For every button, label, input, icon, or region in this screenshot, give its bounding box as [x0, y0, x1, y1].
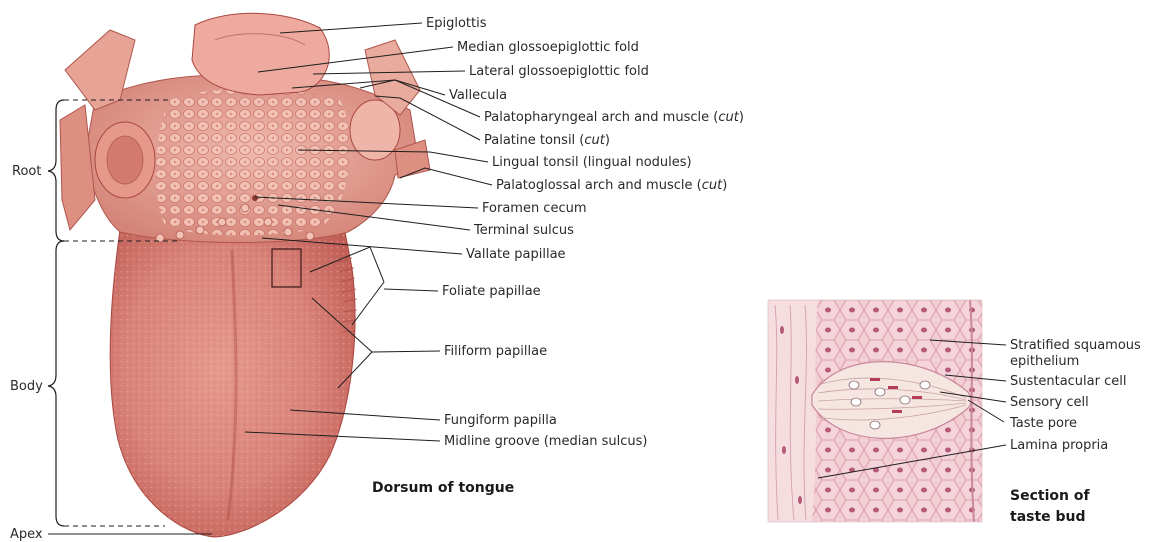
label-foliate-papillae: Foliate papillae: [442, 284, 541, 299]
label-epiglottis: Epiglottis: [426, 16, 487, 31]
region-body: Body: [10, 379, 43, 394]
label-taste-pore: Taste pore: [1009, 416, 1077, 431]
taste-bud-section: [768, 300, 982, 522]
label-stratified-squamous-epithelium: Stratified squamous: [1010, 338, 1141, 353]
label-lingual-tonsil: Lingual tonsil (lingual nodules): [492, 155, 692, 170]
label-palatine-tonsil: Palatine tonsil (cut): [484, 133, 610, 148]
label-sustentacular-cell: Sustentacular cell: [1010, 374, 1126, 389]
label-foramen-cecum: Foramen cecum: [482, 201, 587, 216]
label-lateral-glossoepiglottic-fold: Lateral glossoepiglottic fold: [469, 64, 649, 79]
region-root: Root: [12, 164, 41, 179]
label-vallate-papillae: Vallate papillae: [466, 247, 566, 262]
label-fungiform-papilla: Fungiform papilla: [444, 413, 557, 428]
caption-section-of-taste-bud-line1: Section of: [1010, 488, 1090, 504]
label-lamina-propria: Lamina propria: [1010, 438, 1108, 453]
label-median-glossoepiglottic-fold: Median glossoepiglottic fold: [457, 40, 639, 55]
label-palatoglossal-arch: Palatoglossal arch and muscle (cut): [496, 178, 727, 193]
caption-dorsum-of-tongue: Dorsum of tongue: [372, 480, 514, 496]
region-apex: Apex: [10, 527, 43, 542]
label-filiform-papillae: Filiform papillae: [444, 344, 547, 359]
label-palatopharyngeal-arch: Palatopharyngeal arch and muscle (cut): [484, 110, 744, 125]
label-stratified-squamous-epithelium-line2: epithelium: [1010, 354, 1079, 369]
label-sensory-cell: Sensory cell: [1010, 395, 1089, 410]
label-midline-groove: Midline groove (median sulcus): [444, 434, 648, 449]
epiglottis-shape: [192, 13, 329, 95]
tongue-illustration: [60, 13, 430, 537]
caption-section-of-taste-bud-line2: taste bud: [1010, 509, 1086, 525]
label-terminal-sulcus: Terminal sulcus: [473, 223, 574, 238]
label-vallecula: Vallecula: [449, 88, 507, 103]
